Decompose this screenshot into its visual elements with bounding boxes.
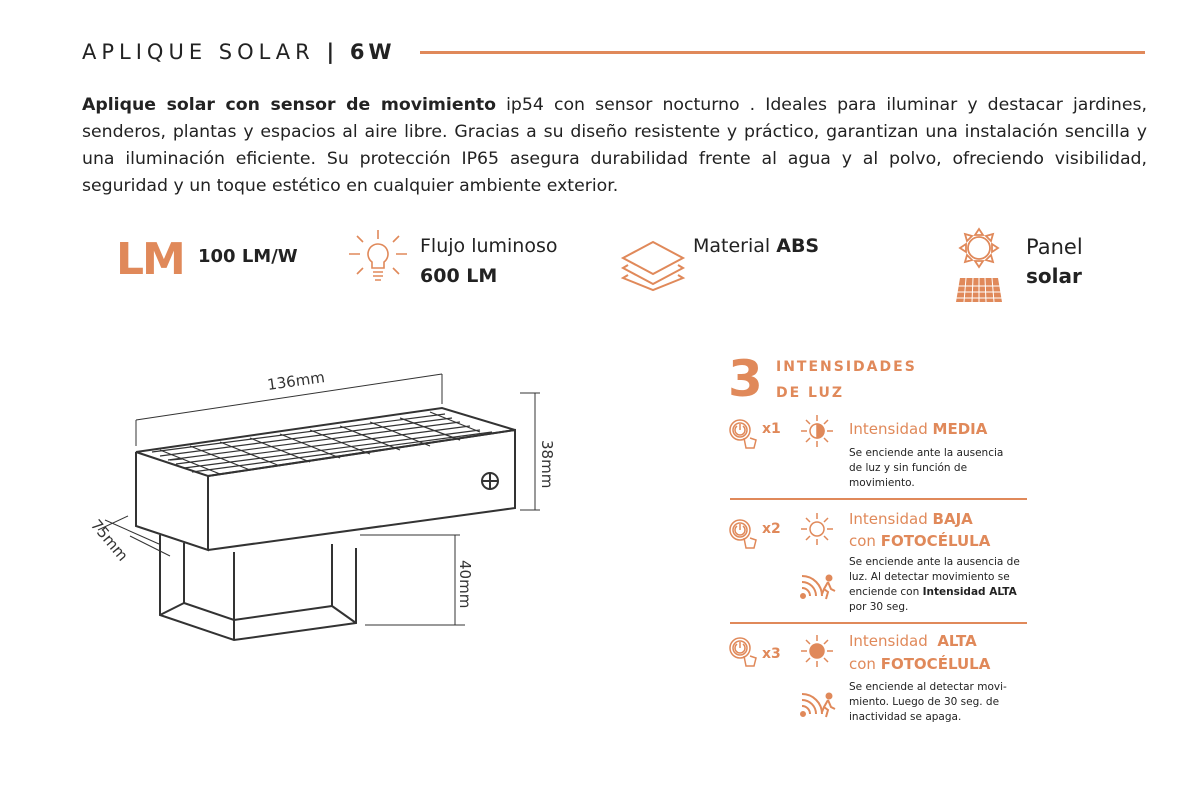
press-count: x3 (762, 646, 781, 662)
press-count: x1 (762, 421, 781, 437)
motion-sensor-icon (800, 692, 836, 718)
press-count: x2 (762, 521, 781, 537)
lm-icon: LM (116, 234, 186, 285)
intensities-title-2: DE LUZ (776, 385, 844, 401)
mode-description: Se enciende ante la ausencia de luz y si… (849, 447, 1004, 489)
sun-outline-icon (801, 513, 833, 545)
mode-title: Intensidad BAJA (849, 510, 973, 528)
power-button-icon (728, 518, 760, 558)
arm-dimension: 40mm (456, 560, 474, 608)
efficacy-value: 100 LM/W (198, 246, 298, 267)
power-button-icon (728, 418, 760, 458)
title-separator: | (326, 40, 339, 64)
intensity-count: 3 (728, 350, 763, 408)
material-label: Material ABS (693, 232, 819, 261)
mode-subtitle: con FOTOCÉLULA (849, 532, 991, 550)
mode-description: Se enciende al detectar movi-miento. Lue… (849, 681, 1007, 723)
product-dimension-drawing: 136mm 38mm 75mm 40mm (87, 368, 556, 642)
mode-title: Intensidad ALTA (849, 632, 977, 650)
divider (730, 498, 1027, 500)
page-title: APLIQUE SOLAR | 6W (82, 40, 396, 64)
bulb-icon (349, 230, 407, 281)
material-text: Material (693, 235, 777, 257)
title-text: APLIQUE SOLAR (82, 40, 315, 64)
flux-value: 600 LM (420, 265, 498, 287)
panel-label: Panel (1026, 235, 1083, 259)
intensities-title-1: INTENSIDADES (776, 359, 917, 375)
divider (730, 622, 1027, 624)
motion-sensor-icon (800, 574, 836, 600)
panel-value: solar (1026, 264, 1082, 288)
height-dimension: 38mm (538, 440, 556, 488)
mode-description: Se enciende ante la ausencia de luz. Al … (849, 556, 1020, 613)
description-text: ip54 con sensor nocturno . Ideales para … (82, 95, 1147, 196)
flux-label: Flujo luminoso (420, 235, 558, 257)
power-button-icon (728, 636, 760, 676)
product-description: Aplique solar con sensor de movimiento i… (82, 92, 1147, 200)
mode-title: Intensidad MEDIA (849, 420, 988, 438)
width-dimension: 136mm (266, 368, 326, 394)
layers-icon (620, 240, 686, 292)
description-bold: Aplique solar con sensor de movimiento (82, 95, 497, 115)
depth-dimension: 75mm (87, 516, 132, 565)
material-value: ABS (776, 235, 820, 257)
sun-full-icon (801, 635, 833, 667)
sun-half-icon (801, 415, 833, 447)
solar-panel-icon (956, 227, 1002, 303)
title-rule (420, 51, 1145, 54)
mode-subtitle: con FOTOCÉLULA (849, 655, 991, 673)
title-power: 6W (349, 40, 396, 64)
